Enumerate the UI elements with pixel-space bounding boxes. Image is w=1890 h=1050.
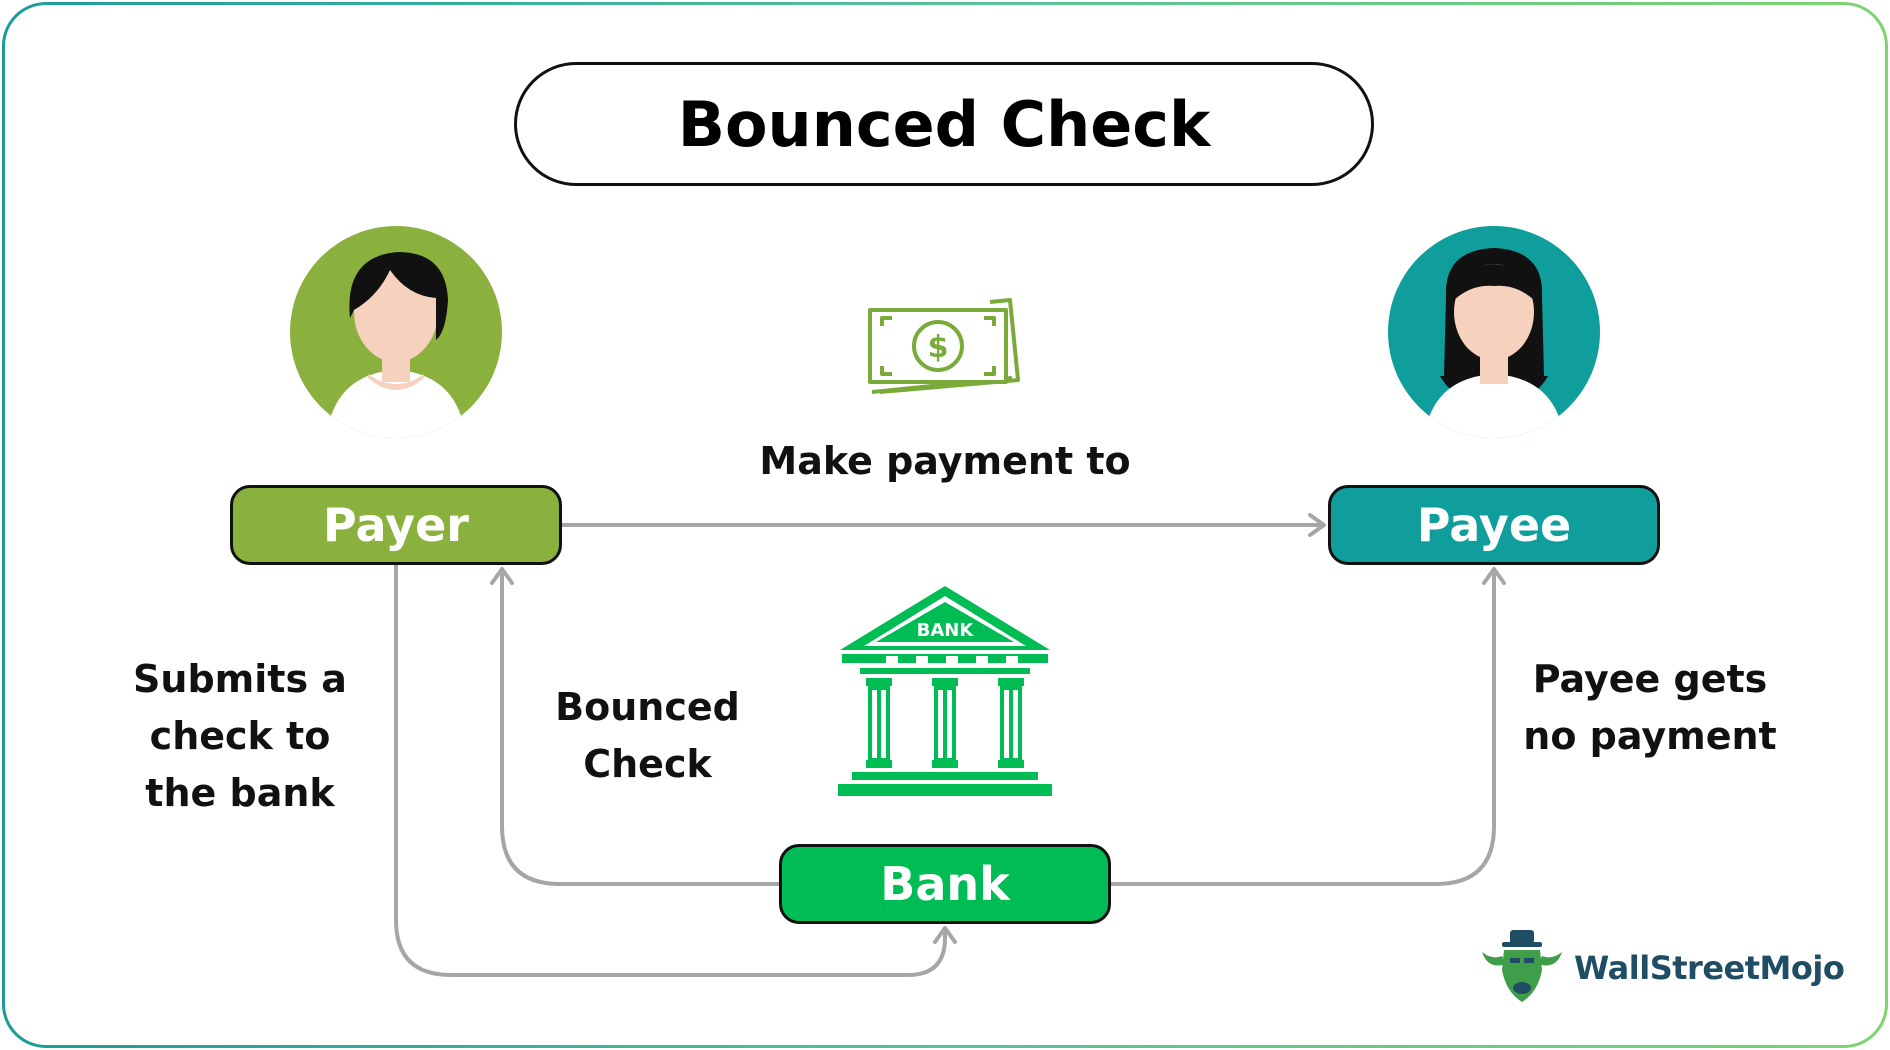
page-title: Bounced Check — [514, 62, 1374, 186]
bank-node: Bank — [779, 844, 1111, 924]
cash-bills-icon: $ — [868, 298, 1020, 394]
label-payee-no-payment: Payee gets no payment — [1523, 657, 1777, 758]
payee-node: Payee — [1328, 485, 1660, 565]
arrow-bank-to-payee — [1109, 569, 1496, 886]
arrow-bank-to-payer — [500, 569, 781, 886]
bank-sign: BANK — [917, 620, 975, 641]
payer-avatar-icon — [290, 226, 502, 438]
payee-avatar-icon — [1388, 226, 1600, 438]
arrowhead-payee-left — [1308, 513, 1326, 537]
arrowhead-payer-up — [490, 567, 514, 585]
brand-name: WallStreetMojo — [1574, 949, 1845, 987]
brand-logo: WallStreetMojo — [1480, 930, 1845, 1006]
label-bounced-check: Bounced Check — [555, 685, 740, 786]
payer-node: Payer — [230, 485, 562, 565]
arrowhead-bank-up — [933, 926, 957, 944]
arrow-payer-to-bank — [394, 563, 947, 977]
bull-logo-icon — [1482, 930, 1562, 1002]
label-submits-check: Submits a check to the bank — [133, 657, 347, 815]
label-make-payment: Make payment to — [759, 439, 1131, 483]
svg-text:$: $ — [928, 330, 949, 365]
arrowhead-payee-up — [1482, 567, 1506, 585]
bank-building-icon: BANK — [838, 586, 1052, 796]
